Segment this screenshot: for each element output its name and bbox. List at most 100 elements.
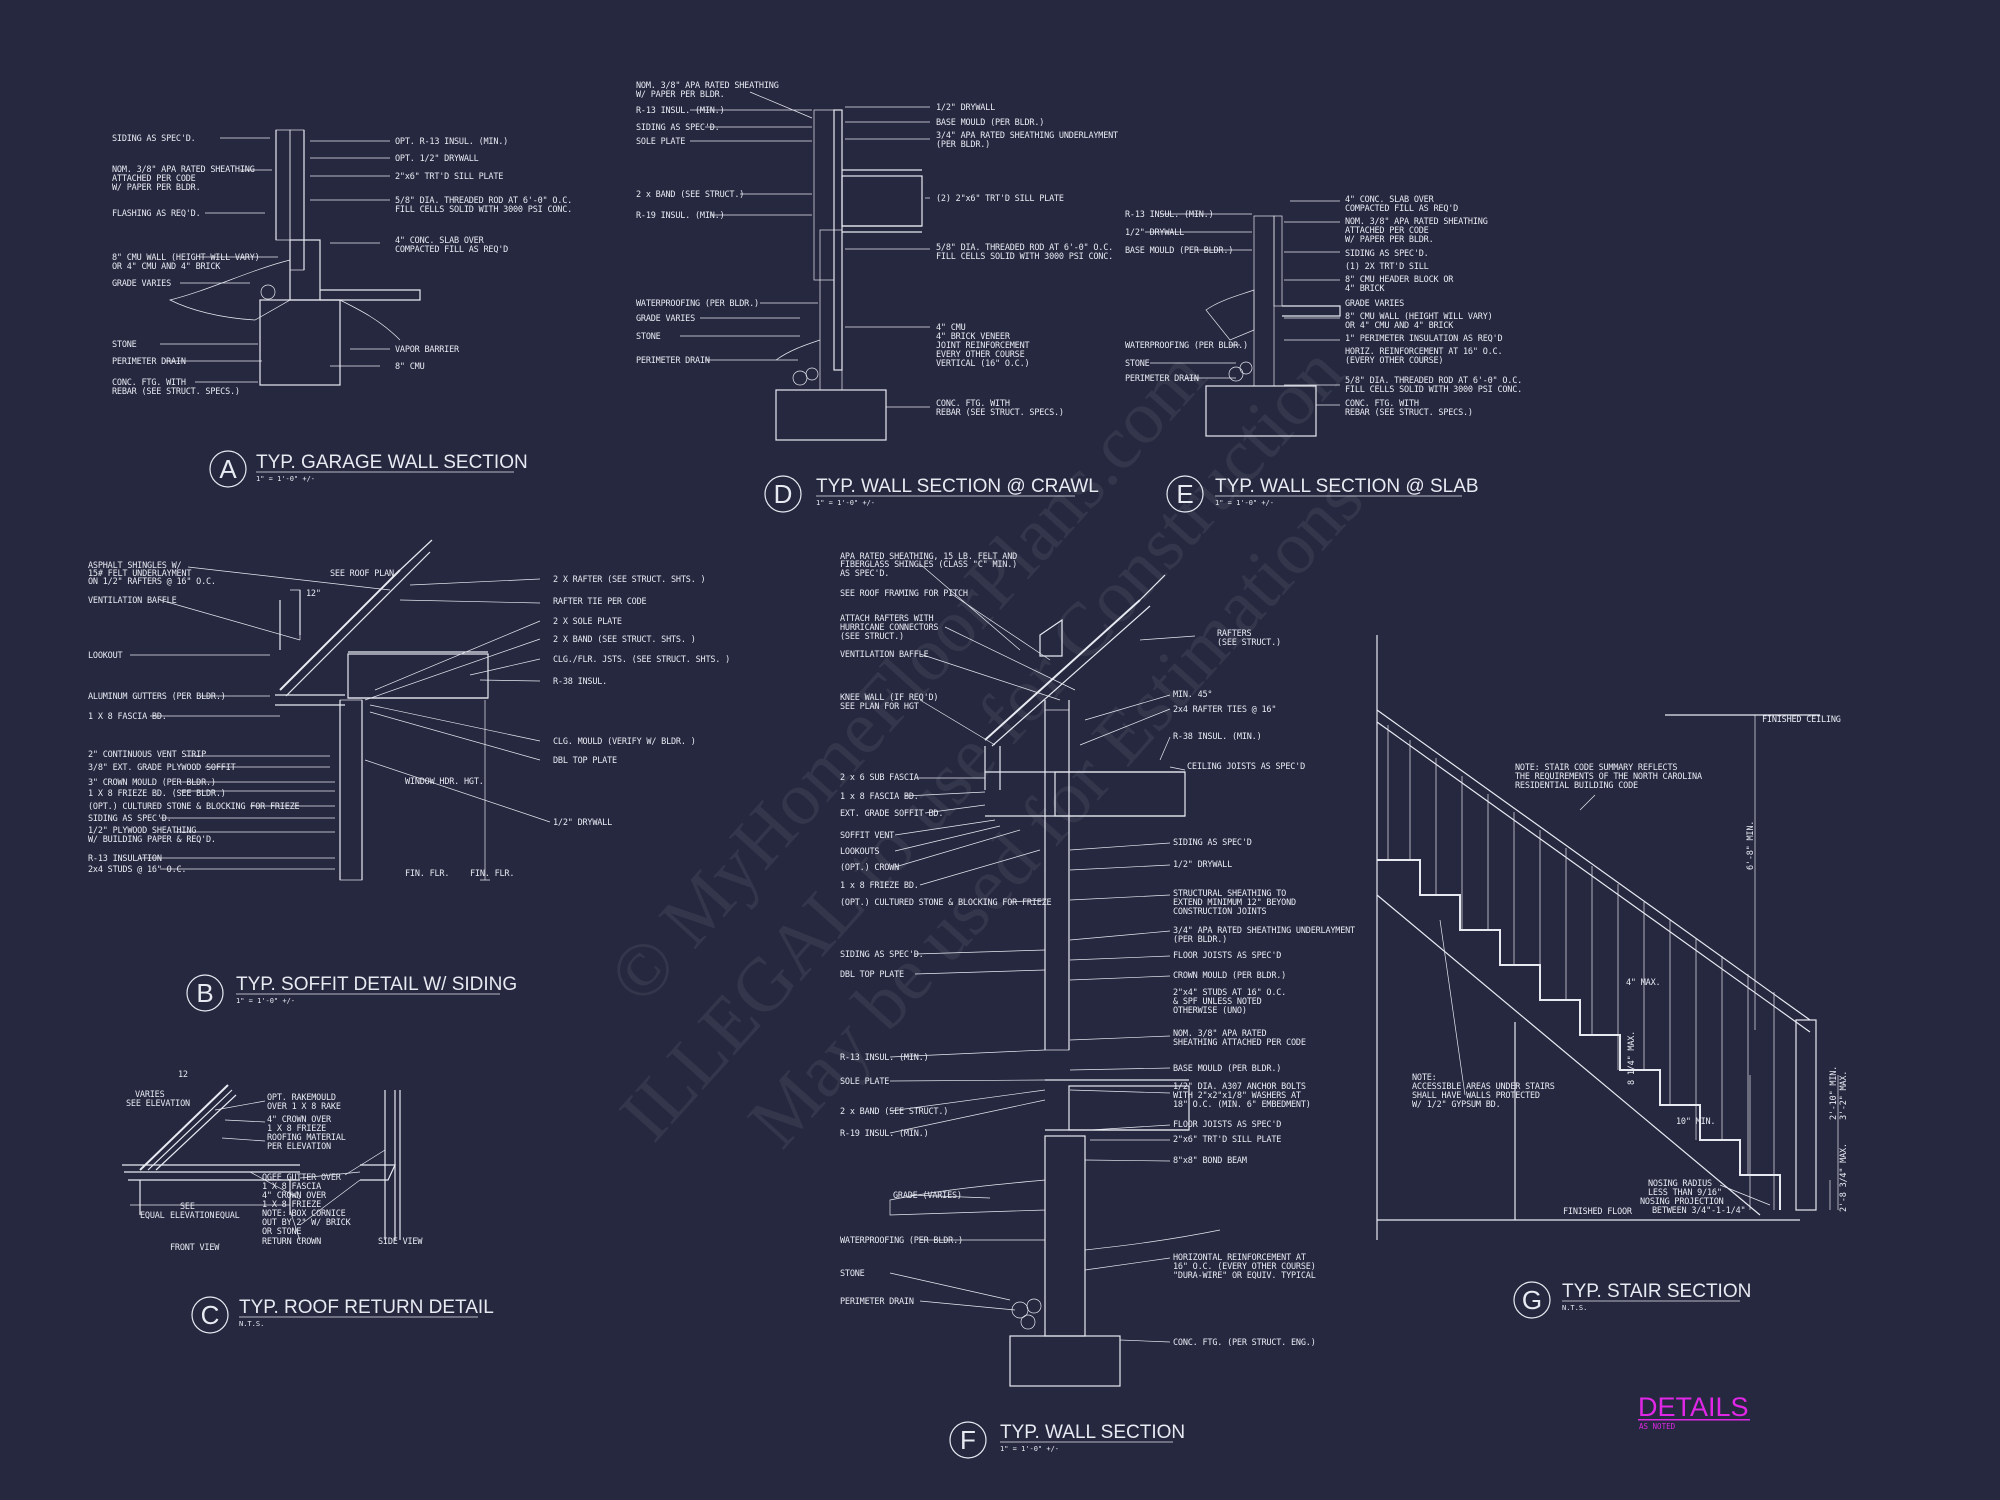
detail-g-title: TYP. STAIR SECTION (1562, 1281, 1751, 1302)
callout-label: RESIDENTIAL BUILDING CODE (1515, 781, 1638, 791)
svg-text:G: G (1522, 1285, 1542, 1315)
callout-label: 1 X 8 FASCIA BD. (88, 712, 167, 722)
callout-label: NOSING PROJECTION (1640, 1197, 1724, 1207)
callout-label: GRADE VARIES (636, 314, 695, 324)
callout-label: (EVERY OTHER COURSE) (1345, 356, 1443, 366)
callout-label: NOM. 3/8" APA RATED SHEATHING (1345, 217, 1488, 227)
callout-label: FINISHED FLOOR (1563, 1207, 1633, 1217)
detail-f-title-block: F TYP. WALL SECTION 1" = 1'-0" +/- (949, 1421, 1185, 1459)
callout-label: REBAR (SEE STRUCT. SPECS.) (112, 387, 240, 397)
callout-label: SIDING AS SPEC'D. (1345, 249, 1429, 259)
callout-label: 3/4" APA RATED SHEATHING UNDERLAYMENT (936, 131, 1118, 141)
callout-label: ATTACHED PER CODE (1345, 226, 1429, 236)
callout-label: VENTILATION BAFFLE (88, 596, 177, 606)
callout-label: W/ BUILDING PAPER & REQ'D. (88, 835, 216, 845)
callout-label: SOLE PLATE (636, 137, 685, 147)
callout-label: R-19 INSUL. (MIN.) (840, 1129, 929, 1139)
callout-label: NOTE: BOX CORNICE (262, 1209, 346, 1219)
callout-label: 3" CROWN MOULD (PER BLDR.) (88, 778, 216, 788)
detail-b-leaders (130, 566, 551, 870)
callout-label: CROWN MOULD (PER BLDR.) (1173, 971, 1286, 981)
detail-e-leaders (1145, 200, 1340, 406)
callout-label: ATTACH RAFTERS WITH (840, 614, 934, 624)
callout-label: CEILING JOISTS AS SPEC'D (1187, 762, 1305, 772)
callout-label: SEE (180, 1202, 195, 1212)
callout-label: 3'-2" MAX. (1839, 1071, 1849, 1120)
detail-d-leaders (680, 91, 930, 408)
sheet-title-block: DETAILS AS NOTED (1638, 1392, 1750, 1431)
callout-label: FILL CELLS SOLID WITH 3000 PSI CONC. (936, 252, 1113, 262)
callout-label: SHEATHING ATTACHED PER CODE (1173, 1038, 1306, 1048)
detail-a-title: TYP. GARAGE WALL SECTION (256, 452, 528, 473)
callout-label: NOM. 3/8" APA RATED SHEATHING (112, 165, 255, 175)
callout-label: 4" CONC. SLAB OVER (1345, 195, 1435, 205)
callout-label: STONE (1125, 359, 1150, 369)
callout-label: 4" BRICK (1345, 284, 1385, 294)
callout-label: PERIMETER DRAIN (1125, 374, 1199, 384)
detail-b-title-block: B TYP. SOFFIT DETAIL W/ SIDING 1" = 1'-0… (186, 974, 517, 1012)
detail-a-title-block: A TYP. GARAGE WALL SECTION 1" = 1'-0" +/… (209, 450, 528, 488)
callout-label: 1" PERIMETER INSULATION AS REQ'D (1345, 334, 1502, 344)
callout-label: FLOOR JOISTS AS SPEC'D (1173, 951, 1281, 961)
callout-label: 1/2" PLYWOOD SHEATHING (88, 826, 196, 836)
callout-label: LESS THAN 9/16" (1648, 1188, 1722, 1198)
callout-label: COMPACTED FILL AS REQ'D (1345, 204, 1458, 214)
callout-label: SOLE PLATE (840, 1077, 889, 1087)
callout-label: BETWEEN 3/4"-1-1/4" (1652, 1206, 1745, 1216)
callout-label: FILL CELLS SOLID WITH 3000 PSI CONC. (395, 205, 572, 215)
callout-label: VAPOR BARRIER (395, 345, 460, 355)
detail-d-drawing (775, 109, 923, 441)
callout-label: NOSING RADIUS (1648, 1179, 1712, 1189)
callout-label: R-19 INSUL. (MIN.) (636, 211, 725, 221)
callout-label: WATERPROOFING (PER BLDR.) (1125, 341, 1248, 351)
callout-label: REBAR (SEE STRUCT. SPECS.) (1345, 408, 1473, 418)
callout-label: ASPHALT SHINGLES W/ (88, 561, 182, 571)
svg-text:F: F (960, 1425, 976, 1455)
svg-text:1" = 1'-0" +/-: 1" = 1'-0" +/- (1215, 499, 1274, 507)
sheet-title: DETAILS (1638, 1392, 1749, 1422)
callout-label: SEE PLAN FOR HGT (840, 702, 919, 712)
callout-label: (OPT.) CULTURED STONE & BLOCKING FOR FRI… (840, 898, 1052, 908)
detail-f-title: TYP. WALL SECTION (1000, 1422, 1185, 1443)
callout-label: 3/8" EXT. GRADE PLYWOOD SOFFIT (88, 763, 236, 773)
callout-label: OR STONE (262, 1227, 301, 1237)
callout-label: NOM. 3/8" APA RATED SHEATHING (636, 81, 779, 91)
callout-label: 2 X RAFTER (SEE STRUCT. SHTS. ) (553, 575, 705, 585)
callout-label: EXT. GRADE SOFFIT BD. (840, 809, 943, 819)
callout-label: CONC. FTG. WITH (112, 378, 186, 388)
callout-label: 1 X 8 FRIEZE (262, 1200, 321, 1210)
callout-label: SIDING AS SPEC'D. (636, 123, 720, 133)
callout-label: RAFTERS (1217, 629, 1252, 639)
svg-text:1" = 1'-0" +/-: 1" = 1'-0" +/- (236, 997, 295, 1005)
svg-text:N.T.S.: N.T.S. (1562, 1304, 1587, 1312)
callout-label: ACCESSIBLE AREAS UNDER STAIRS (1412, 1082, 1555, 1092)
callout-label: OGEE GUTTER OVER (262, 1173, 342, 1183)
detail-d-labels: NOM. 3/8" APA RATED SHEATHING W/ PAPER P… (636, 81, 1118, 418)
callout-label: FIBERGLASS SHINGLES (CLASS "C" MIN.) (840, 560, 1017, 570)
callout-label: R-13 INSUL. (MIN.) (1125, 210, 1214, 220)
callout-label: OPT. 1/2" DRYWALL (395, 154, 479, 164)
callout-label: 1/2" DRYWALL (1125, 228, 1184, 238)
callout-label: WINDOW HDR. HGT. (405, 777, 484, 787)
callout-label: 1 X 8 FRIEZE (267, 1124, 326, 1134)
svg-text:D: D (774, 479, 793, 509)
callout-label: CLG. MOULD (VERIFY W/ BLDR. ) (553, 737, 696, 747)
detail-f-labels: APA RATED SHEATHING, 15 LB. FELT AND FIB… (840, 552, 1355, 1348)
callout-label: CONSTRUCTION JOINTS (1173, 907, 1267, 917)
callout-label: STRUCTURAL SHEATHING TO (1173, 889, 1286, 899)
detail-d-title-block: D TYP. WALL SECTION @ CRAWL 1" = 1'-0" +… (764, 475, 1099, 513)
callout-label: SIDING AS SPEC'D. (840, 950, 924, 960)
callout-label: GRADE VARIES (112, 279, 171, 289)
callout-label: CONC. FTG. WITH (1345, 399, 1419, 409)
detail-e-labels: R-13 INSUL. (MIN.) 1/2" DRYWALL BASE MOU… (1125, 195, 1522, 418)
detail-b-drawing (275, 539, 490, 881)
callout-label: R-38 INSUL. (MIN.) (1173, 732, 1262, 742)
detail-c-labels: VARIES SEE ELEVATION OPT. RAKEMOULD OVER… (126, 1070, 424, 1253)
callout-label: NOTE: (1412, 1073, 1437, 1083)
callout-label: PERIMETER DRAIN (112, 357, 186, 367)
callout-label: FIN. FLR. (405, 869, 449, 879)
callout-label: 1 X 8 FRIEZE BD. (SEE BLDR.) (88, 789, 226, 799)
callout-label: 16" O.C. (EVERY OTHER COURSE) (1173, 1262, 1316, 1272)
callout-label: LOOKOUTS (840, 847, 879, 857)
detail-a-labels: SIDING AS SPEC'D. NOM. 3/8" APA RATED SH… (112, 134, 572, 397)
